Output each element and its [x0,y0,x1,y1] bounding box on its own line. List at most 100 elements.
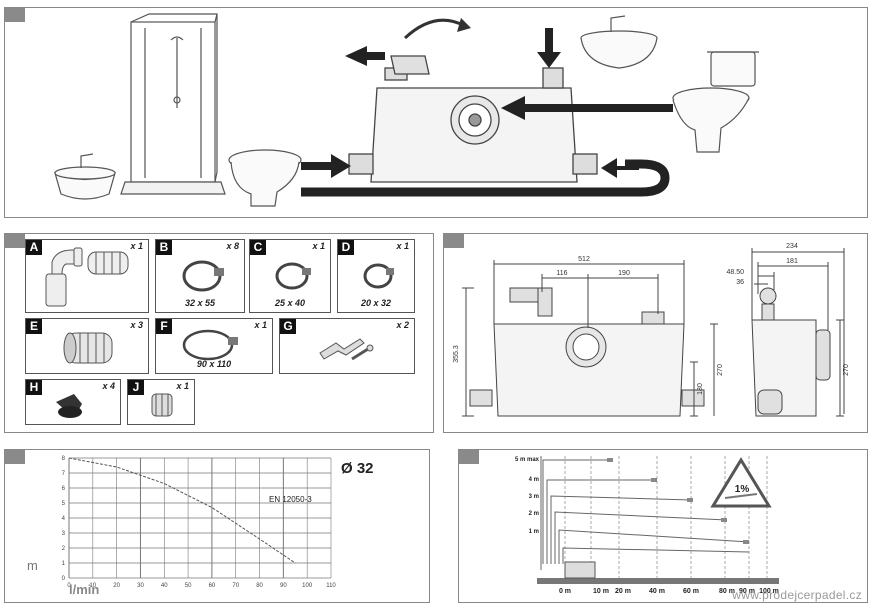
distance-label: 60 m [683,588,699,595]
hose-clamp-icon [363,263,394,289]
chart-grid [68,457,332,579]
accessory-letter: J [128,380,144,395]
dim-side-270: 270 [843,364,850,376]
panel-corner-marker [5,450,25,464]
accessory-qty: x 2 [396,320,409,330]
installation-overview-panel [4,7,868,218]
panel-corner-marker [5,8,25,22]
flow-arrows [301,28,673,178]
dim-180: 180 [697,383,704,395]
dim-190: 190 [618,270,630,277]
accessories-panel: A x 1 B x 8 32 x 55 C x 1 25 x 40 [4,233,434,433]
standard-label: EN 12050-3 [269,495,312,504]
x-tick-label: 110 [326,583,336,589]
distance-label: 90 m [739,588,755,595]
accessory-letter: E [26,319,42,334]
dim-side-36: 36 [736,279,744,286]
accessory-e: E x 3 [25,318,149,374]
accessory-qty: x 1 [254,320,267,330]
hose-clamp-icon [182,260,224,292]
large-hose-clamp-icon [182,329,238,361]
accessory-qty: x 1 [176,381,189,391]
dim-side-181: 181 [786,258,798,265]
accessory-f: F x 1 90 x 110 [155,318,273,374]
diameter-label: Ø 32 [341,460,374,477]
toilet-small [228,149,302,207]
dim-side-234: 234 [786,243,798,250]
y-tick-label: 6 [62,486,66,492]
distance-label: 40 m [649,588,665,595]
accessory-qty: x 1 [130,241,143,251]
dimension-drawing: 512 116 190 355.3 270 180 234 181 48.50 … [453,243,850,417]
x-tick-label: 30 [137,583,144,589]
watermark: www.prodejcerpadel.cz [732,588,862,602]
x-tick-label: 80 [256,583,263,589]
accessory-letter: D [338,240,354,255]
x-tick-label: 10 [89,583,96,589]
hose-clamp-icon [275,262,311,290]
x-tick-label: 60 [209,583,216,589]
y-tick-labels: 0 1 2 3 4 5 6 7 8 [62,456,66,582]
distance-label: 80 m [719,588,735,595]
return-pipe [301,159,670,197]
x-axis-unit: l/min [69,582,99,597]
accessory-c: C x 1 25 x 40 [249,239,331,313]
accessory-letter: F [156,319,172,334]
fixing-bracket-icon [319,338,374,361]
accessory-qty: x 1 [312,241,325,251]
washbasin-left [54,153,116,200]
dim-270: 270 [717,364,724,376]
accessory-letter: A [26,240,42,255]
shower-cabin [120,13,226,195]
x-tick-label: 70 [232,583,239,589]
y-tick-label: 8 [62,456,66,462]
dim-width-total: 512 [578,256,590,263]
accessory-size: 20 x 32 [360,298,392,308]
y-tick-label: 2 [62,546,66,552]
outlet-elbow-icon [45,247,129,307]
accessory-j: J x 1 [127,379,195,425]
slope-label: 1% [735,484,750,495]
y-tick-label: 5 [62,501,66,507]
rotation-arrow [403,18,466,40]
y-axis-unit: m [27,558,38,573]
accessory-letter: G [280,319,296,334]
accessory-d: D x 1 20 x 32 [337,239,415,313]
y-tick-label: 7 [62,471,66,477]
dim-height-total: 355.3 [453,345,460,363]
accessory-letter: B [156,240,172,255]
distance-label: 100 m [759,588,779,595]
installation-limits-drawing: 1% 5 m max 4 m 3 m 2 m 1 m 0 m 10 m 20 m… [515,456,779,595]
accessory-qty: x 3 [130,320,143,330]
y-tick-label: 4 [62,516,66,522]
x-tick-label: 20 [113,583,120,589]
non-return-valve-icon [151,393,173,417]
accessory-a: A x 1 [25,239,149,313]
installation-overview-drawing [54,13,759,207]
y-tick-label: 3 [62,531,66,537]
installation-limits-panel: 1% 5 m max 4 m 3 m 2 m 1 m 0 m 10 m 20 m… [458,449,868,603]
toilet-right [672,51,759,153]
level-label: 4 m [529,477,539,483]
accessory-size: 90 x 110 [196,359,232,369]
y-tick-label: 0 [62,576,66,582]
y-tick-label: 1 [62,561,66,567]
accessory-size: 25 x 40 [274,298,306,308]
x-tick-label: 90 [280,583,287,589]
panel-corner-marker [444,234,464,248]
rubber-foot-icon [56,394,82,418]
accessory-h: H x 4 [25,379,121,425]
distance-label: 10 m [593,588,609,595]
x-tick-label: 0 [67,583,71,589]
dimensions-panel: 512 116 190 355.3 270 180 234 181 48.50 … [443,233,868,433]
accessory-size: 32 x 55 [184,298,216,308]
panel-corner-marker [5,234,25,248]
distance-label: 0 m [559,588,571,595]
accessory-g: G x 2 [279,318,415,374]
dim-side-48: 48.50 [726,269,744,276]
distance-label: 20 m [615,588,631,595]
pump-unit [348,55,598,183]
accessory-qty: x 1 [396,241,409,251]
